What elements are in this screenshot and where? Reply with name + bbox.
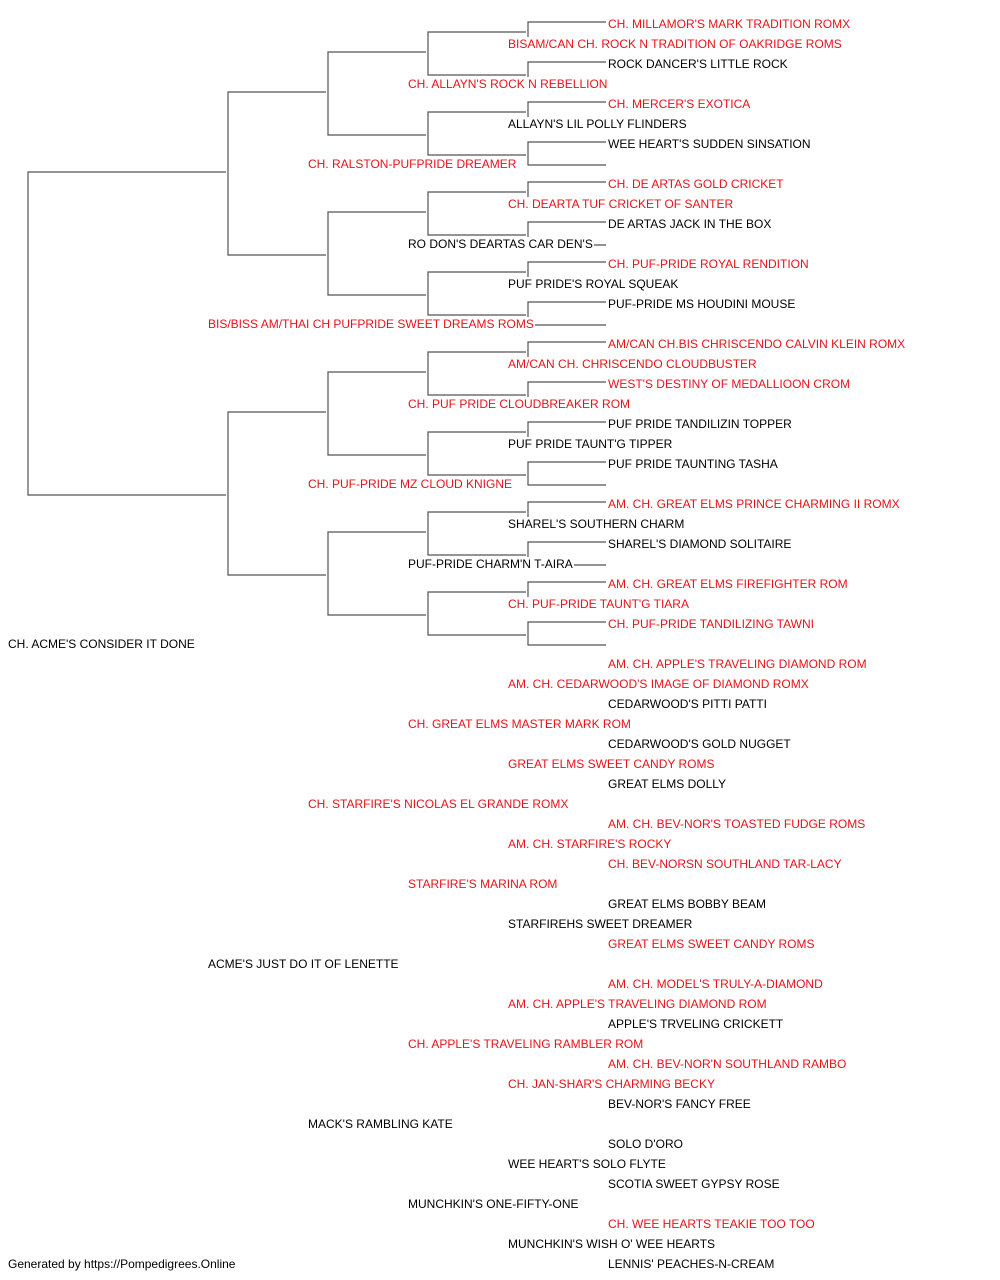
generated-by-credit: Generated by https://Pompedigrees.Online: [8, 1257, 236, 1271]
gen5-ancestor: AM. CH. CEDARWOOD'S IMAGE OF DIAMOND ROM…: [507, 677, 810, 691]
gen6-ancestor: SOLO D'ORO: [607, 1137, 684, 1151]
gen6-ancestor: AM. CH. MODEL'S TRULY-A-DIAMOND: [607, 977, 824, 991]
pedigree-bracket-line: [527, 301, 606, 326]
gen6-ancestor: DE ARTAS JACK IN THE BOX: [607, 217, 773, 231]
pedigree-bracket-line: [527, 621, 606, 646]
gen6-ancestor: AM/CAN CH.BIS CHRISCENDO CALVIN KLEIN RO…: [607, 337, 907, 351]
gen6-ancestor: GREAT ELMS DOLLY: [607, 777, 728, 791]
gen6-ancestor: AM. CH. BEV-NOR'N SOUTHLAND RAMBO: [607, 1057, 848, 1071]
pedigree-bracket-line: [427, 31, 526, 76]
pedigree-bracket-line: [527, 141, 606, 166]
gen6-ancestor: SHAREL'S DIAMOND SOLITAIRE: [607, 537, 793, 551]
gen4-ancestor: PUF-PRIDE CHARM'N T-AIRA: [407, 557, 574, 571]
gen6-ancestor: GREAT ELMS BOBBY BEAM: [607, 897, 768, 911]
sire-sire-name: CH. RALSTON-PUFPRIDE DREAMER: [307, 157, 518, 171]
gen6-ancestor: CH. MILLAMOR'S MARK TRADITION ROMX: [607, 17, 852, 31]
gen5-ancestor: BISAM/CAN CH. ROCK N TRADITION OF OAKRID…: [507, 37, 843, 51]
gen6-ancestor: CH. WEE HEARTS TEAKIE TOO TOO: [607, 1217, 816, 1231]
gen5-ancestor: AM/CAN CH. CHRISCENDO CLOUDBUSTER: [507, 357, 758, 371]
pedigree-bracket-line: [227, 91, 326, 256]
gen5-ancestor: ALLAYN'S LIL POLLY FLINDERS: [507, 117, 688, 131]
gen6-ancestor: AM. CH. APPLE'S TRAVELING DIAMOND ROM: [607, 657, 868, 671]
pedigree-bracket-line: [427, 431, 526, 476]
gen5-ancestor: WEE HEART'S SOLO FLYTE: [507, 1157, 667, 1171]
gen5-ancestor: MUNCHKIN'S WISH O' WEE HEARTS: [507, 1237, 717, 1251]
gen6-ancestor: APPLE'S TRVELING CRICKETT: [607, 1017, 785, 1031]
gen5-ancestor: CH. DEARTA TUF CRICKET OF SANTER: [507, 197, 735, 211]
pedigree-bracket-line: [427, 111, 526, 156]
pedigree-bracket-line: [427, 351, 526, 396]
gen6-ancestor: CH. MERCER'S EXOTICA: [607, 97, 752, 111]
gen6-ancestor: WEE HEART'S SUDDEN SINSATION: [607, 137, 812, 151]
pedigree-bracket-line: [327, 531, 426, 616]
gen6-ancestor: PUF PRIDE TAUNTING TASHA: [607, 457, 779, 471]
pedigree-bracket-line: [427, 511, 526, 556]
gen6-ancestor: CH. PUF-PRIDE ROYAL RENDITION: [607, 257, 810, 271]
gen4-ancestor: STARFIRE'S MARINA ROM: [407, 877, 559, 891]
gen6-ancestor: BEV-NOR'S FANCY FREE: [607, 1097, 752, 1111]
gen6-ancestor: GREAT ELMS SWEET CANDY ROMS: [607, 937, 816, 951]
gen6-ancestor: CH. DE ARTAS GOLD CRICKET: [607, 177, 785, 191]
gen5-ancestor: AM. CH. STARFIRE'S ROCKY: [507, 837, 673, 851]
pedigree-bracket-line: [27, 171, 226, 496]
gen6-ancestor: AM. CH. GREAT ELMS FIREFIGHTER ROM: [607, 577, 849, 591]
dam-name: ACME'S JUST DO IT OF LENETTE: [207, 957, 400, 971]
gen5-ancestor: SHAREL'S SOUTHERN CHARM: [507, 517, 686, 531]
gen4-ancestor: RO DON'S DEARTAS CAR DEN'S: [407, 237, 594, 251]
gen5-ancestor: CH. JAN-SHAR'S CHARMING BECKY: [507, 1077, 716, 1091]
pedigree-bracket-line: [227, 411, 326, 576]
sire-dam-name: CH. PUF-PRIDE MZ CLOUD KNIGNE: [307, 477, 514, 491]
gen6-ancestor: ROCK DANCER'S LITTLE ROCK: [607, 57, 789, 71]
gen5-ancestor: GREAT ELMS SWEET CANDY ROMS: [507, 757, 716, 771]
gen6-ancestor: CH. BEV-NORSN SOUTHLAND TAR-LACY: [607, 857, 843, 871]
gen4-ancestor: MUNCHKIN'S ONE-FIFTY-ONE: [407, 1197, 580, 1211]
pedigree-bracket-line: [327, 211, 426, 296]
pedigree-bracket-line: [427, 191, 526, 236]
gen5-ancestor: PUF PRIDE'S ROYAL SQUEAK: [507, 277, 680, 291]
gen4-ancestor: CH. ALLAYN'S ROCK N REBELLION: [407, 77, 609, 91]
gen6-ancestor: AM. CH. GREAT ELMS PRINCE CHARMING II RO…: [607, 497, 901, 511]
gen6-ancestor: CEDARWOOD'S PITTI PATTI: [607, 697, 768, 711]
pedigree-bracket-line: [527, 461, 606, 486]
gen5-ancestor: AM. CH. APPLE'S TRAVELING DIAMOND ROM: [507, 997, 768, 1011]
gen5-ancestor: CH. PUF-PRIDE TAUNT'G TIARA: [507, 597, 690, 611]
gen6-ancestor: CH. PUF-PRIDE TANDILIZING TAWNI: [607, 617, 816, 631]
pedigree-bracket-line: [327, 371, 426, 456]
gen6-ancestor: CEDARWOOD'S GOLD NUGGET: [607, 737, 792, 751]
gen6-ancestor: LENNIS' PEACHES-N-CREAM: [607, 1257, 776, 1271]
gen5-ancestor: PUF PRIDE TAUNT'G TIPPER: [507, 437, 674, 451]
gen4-ancestor: CH. PUF PRIDE CLOUDBREAKER ROM: [407, 397, 632, 411]
pedigree-bracket-line: [427, 591, 526, 636]
gen6-ancestor: SCOTIA SWEET GYPSY ROSE: [607, 1177, 781, 1191]
gen6-ancestor: PUF-PRIDE MS HOUDINI MOUSE: [607, 297, 797, 311]
subject-dog: CH. ACME'S CONSIDER IT DONE: [7, 637, 196, 651]
gen4-ancestor: CH. APPLE'S TRAVELING RAMBLER ROM: [407, 1037, 645, 1051]
gen5-ancestor: STARFIREHS SWEET DREAMER: [507, 917, 694, 931]
gen6-ancestor: WEST'S DESTINY OF MEDALLIOON CROM: [607, 377, 852, 391]
dam-sire-name: CH. STARFIRE'S NICOLAS EL GRANDE ROMX: [307, 797, 570, 811]
pedigree-bracket-line: [327, 51, 426, 136]
sire-name: BIS/BISS AM/THAI CH PUFPRIDE SWEET DREAM…: [207, 317, 535, 331]
gen6-ancestor: PUF PRIDE TANDILIZIN TOPPER: [607, 417, 793, 431]
pedigree-bracket-line: [427, 271, 526, 316]
dam-dam-name: MACK'S RAMBLING KATE: [307, 1117, 454, 1131]
gen6-ancestor: AM. CH. BEV-NOR'S TOASTED FUDGE ROMS: [607, 817, 867, 831]
gen4-ancestor: CH. GREAT ELMS MASTER MARK ROM: [407, 717, 632, 731]
